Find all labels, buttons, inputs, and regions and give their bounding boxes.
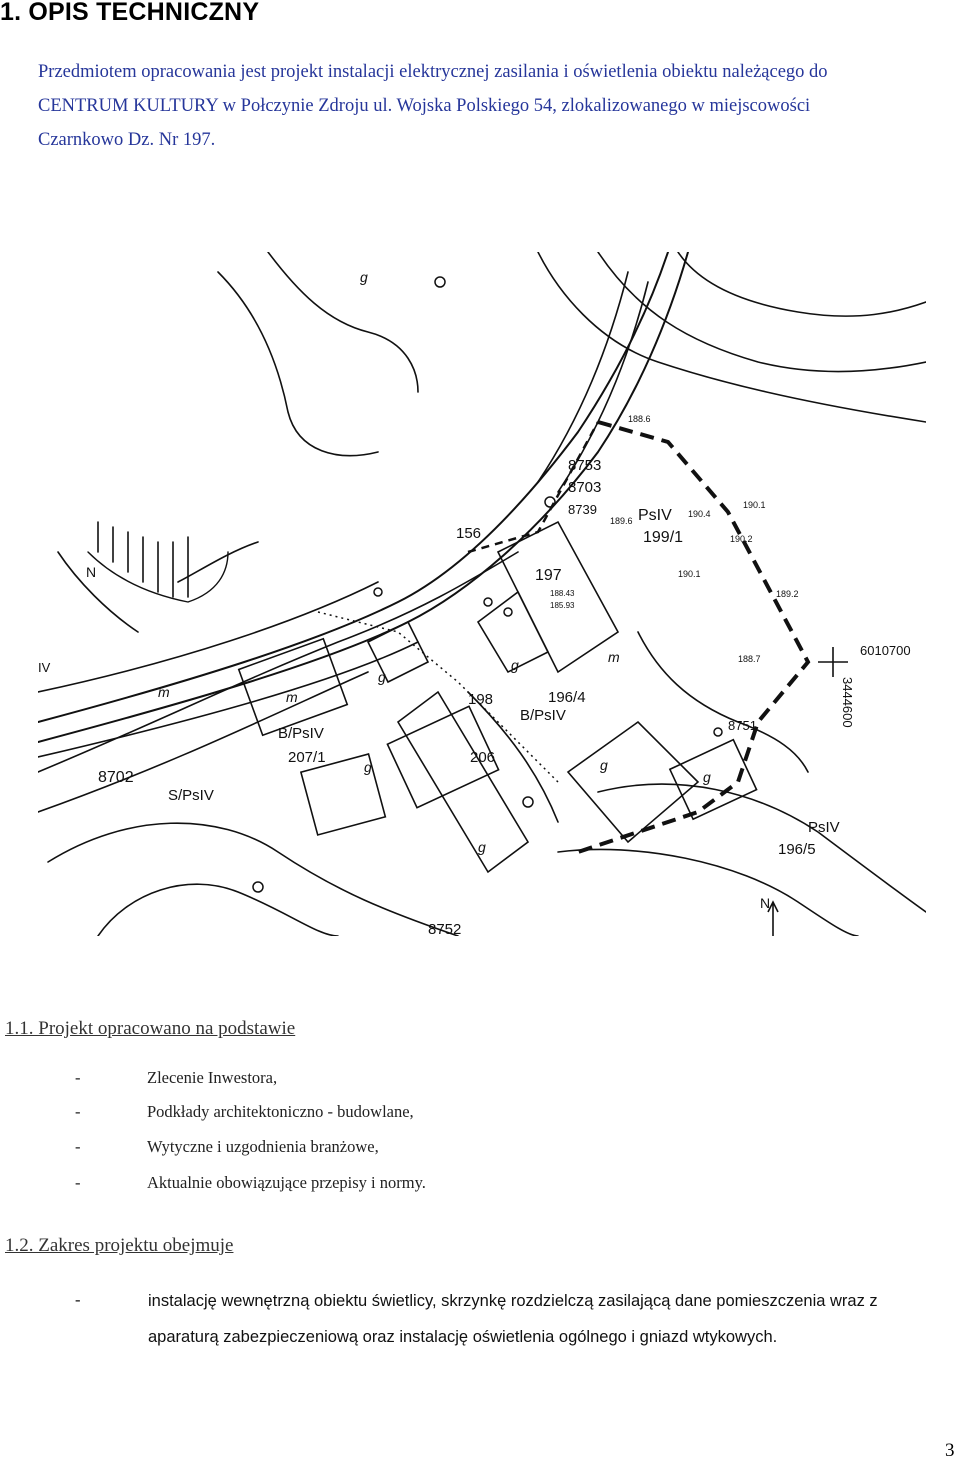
- svg-text:g: g: [364, 759, 372, 775]
- page-number: 3: [945, 1440, 955, 1461]
- list-item-text: Aktualnie obowiązujące przepisy i normy.: [147, 1173, 426, 1192]
- document-heading: 1. OPIS TECHNICZNY: [0, 0, 260, 26]
- label-plot-206: 206: [470, 749, 495, 766]
- intro-line-3: Czarnkowo Dz. Nr 197.: [38, 130, 216, 150]
- label-e189-6: 189.6: [610, 516, 633, 526]
- list-dash: -: [75, 1068, 81, 1087]
- label-e185-93: 185.93: [550, 601, 575, 610]
- label-plot-156: 156: [456, 525, 481, 542]
- list-dash: -: [75, 1102, 81, 1121]
- svg-text:m: m: [286, 689, 298, 705]
- svg-text:g: g: [360, 269, 368, 285]
- svg-text:IV: IV: [38, 660, 51, 675]
- label-e190-1: 190.1: [743, 500, 766, 510]
- site-plan-map: 197 199/1 PsIV 196/4 B/PsIV PsIV 196/5 B…: [38, 252, 926, 936]
- scope-line-1: instalację wewnętrzną obiektu świetlicy,…: [148, 1292, 878, 1310]
- label-bpslv-2: B/PsIV: [278, 725, 324, 742]
- list-dash: -: [75, 1137, 81, 1156]
- label-8751: 8751: [728, 718, 757, 733]
- svg-text:g: g: [511, 657, 519, 673]
- label-e190-1b: 190.1: [678, 569, 701, 579]
- label-8702: 8702: [98, 769, 134, 786]
- scope-line-2: aparaturą zabezpieczeniową oraz instalac…: [148, 1328, 778, 1346]
- label-plot-196-5: 196/5: [778, 841, 816, 858]
- list-item-text: Zlecenie Inwestora,: [147, 1068, 278, 1087]
- svg-text:g: g: [378, 669, 386, 685]
- svg-text:g: g: [600, 757, 608, 773]
- section-1-2-title: 1.2. Zakres projektu obejmuje: [5, 1235, 234, 1256]
- label-bpslv-1: B/PsIV: [520, 707, 566, 724]
- label-8753: 8753: [568, 457, 601, 474]
- label-e189-2: 189.2: [776, 589, 799, 599]
- label-plot-197: 197: [535, 567, 562, 584]
- label-e188-43: 188.43: [550, 589, 575, 598]
- label-8703: 8703: [568, 479, 601, 496]
- list-item-text: Podkłady architektoniczno - budowlane,: [147, 1102, 414, 1121]
- label-e190-2: 190.2: [730, 534, 753, 544]
- intro-line-2: CENTRUM KULTURY w Połczynie Zdroju ul. W…: [38, 96, 811, 116]
- label-pslv-1: PsIV: [638, 507, 672, 524]
- section-1-1-title: 1.1. Projekt opracowano na podstawie: [5, 1018, 296, 1039]
- list-dash: -: [75, 1173, 81, 1192]
- label-plot-207-1: 207/1: [288, 749, 326, 766]
- intro-line-1: Przedmiotem opracowania jest projekt ins…: [38, 62, 828, 82]
- svg-text:N: N: [86, 564, 96, 580]
- list-item-text: Wytyczne i uzgodnienia branżowe,: [147, 1137, 379, 1156]
- list-dash: -: [75, 1290, 81, 1309]
- label-plot-198: 198: [468, 691, 493, 708]
- label-coord-y: 3444600: [840, 677, 855, 728]
- label-north: N: [760, 895, 770, 911]
- label-plot-196-4: 196/4: [548, 689, 586, 706]
- label-coord-x: 6010700: [860, 643, 911, 658]
- label-spslv: S/PsIV: [168, 787, 214, 804]
- label-8752: 8752: [428, 921, 461, 936]
- svg-text:g: g: [703, 769, 711, 785]
- label-e188-6: 188.6: [628, 414, 651, 424]
- label-pslv-2: PsIV: [808, 819, 840, 836]
- svg-text:m: m: [158, 684, 170, 700]
- svg-text:m: m: [608, 649, 620, 665]
- label-e188-7: 188.7: [738, 654, 761, 664]
- svg-text:g: g: [478, 839, 486, 855]
- label-8739: 8739: [568, 502, 597, 517]
- label-e190-4: 190.4: [688, 509, 711, 519]
- label-plot-199-1: 199/1: [643, 529, 683, 546]
